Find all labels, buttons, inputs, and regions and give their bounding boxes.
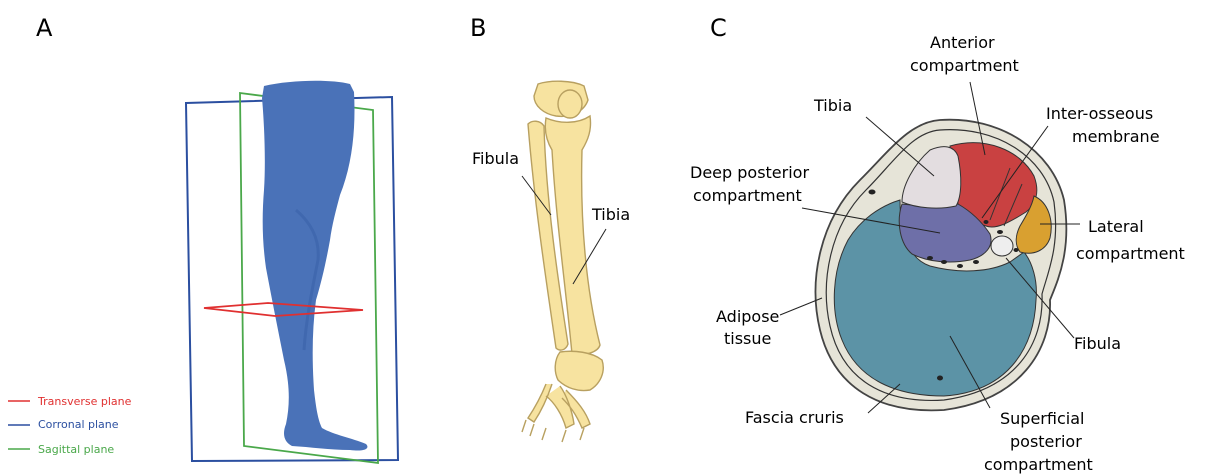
patella (558, 90, 582, 118)
label-lateral-2: compartment (1076, 244, 1185, 263)
label-fibula-c: Fibula (1074, 334, 1121, 353)
label-tibia-b: Tibia (591, 205, 630, 224)
label-adipose-2: tissue (724, 329, 771, 348)
panel-c-letter: C (710, 14, 727, 42)
tarsal-bones (555, 351, 603, 390)
plane-legend: Transverse plane Corronal plane Sagittal… (8, 395, 132, 456)
label-lateral-1: Lateral (1088, 217, 1144, 236)
leg-model (262, 81, 367, 451)
label-superficial-2: posterior (1010, 432, 1082, 451)
panel-b-letter: B (470, 14, 486, 42)
label-tibia-c: Tibia (813, 96, 852, 115)
label-anterior-1: Anterior (930, 33, 995, 52)
lower-leg-bones (522, 81, 603, 442)
fibula-section (991, 236, 1013, 256)
label-fascia: Fascia cruris (745, 408, 844, 427)
toe-bones (522, 420, 584, 442)
label-interosseous-2: membrane (1072, 127, 1160, 146)
label-deep-posterior-1: Deep posterior (690, 163, 809, 182)
label-fibula-b: Fibula (472, 149, 519, 168)
label-deep-posterior-2: compartment (693, 186, 802, 205)
label-adipose-1: Adipose (716, 307, 779, 326)
panel-a-letter: A (36, 14, 53, 42)
label-interosseous-1: Inter-osseous (1046, 104, 1153, 123)
legend-label-sagittal: Sagittal plane (38, 443, 114, 456)
legend-label-coronal: Corronal plane (38, 418, 119, 431)
label-anterior-2: compartment (910, 56, 1019, 75)
legend-label-transverse: Transverse plane (37, 395, 132, 408)
label-superficial-3: compartment (984, 455, 1093, 474)
label-superficial-1: Superficial (1000, 409, 1084, 428)
